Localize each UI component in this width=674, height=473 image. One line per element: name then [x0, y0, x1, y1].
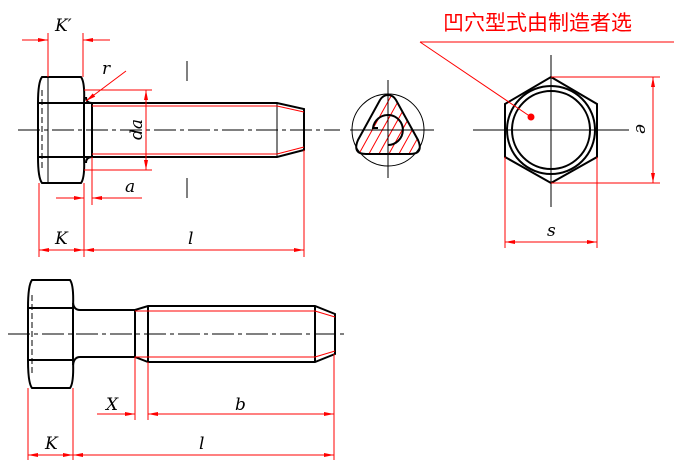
label-s: s [547, 221, 556, 241]
label-b: b [235, 395, 246, 415]
label-a: a [125, 177, 135, 197]
hex-end-view [419, 41, 674, 248]
label-k-prime: K′ [54, 16, 72, 36]
label-r: r [102, 59, 111, 79]
recess-end-view [350, 80, 434, 178]
label-l-bottom: l [199, 434, 204, 454]
dimensions-bottom [27, 354, 335, 460]
label-l-top: l [188, 229, 193, 249]
label-k-bottom: K [44, 434, 59, 454]
dimensions-top [22, 33, 305, 257]
label-k-top: K [54, 229, 69, 249]
label-e: e [631, 124, 651, 134]
label-x: X [104, 395, 119, 415]
label-da: da [127, 119, 147, 140]
bolt-side-view-bottom [8, 279, 345, 389]
bolt-side-view-top [18, 61, 340, 198]
recess-note: 凹穴型式由制造者选 [443, 11, 632, 35]
